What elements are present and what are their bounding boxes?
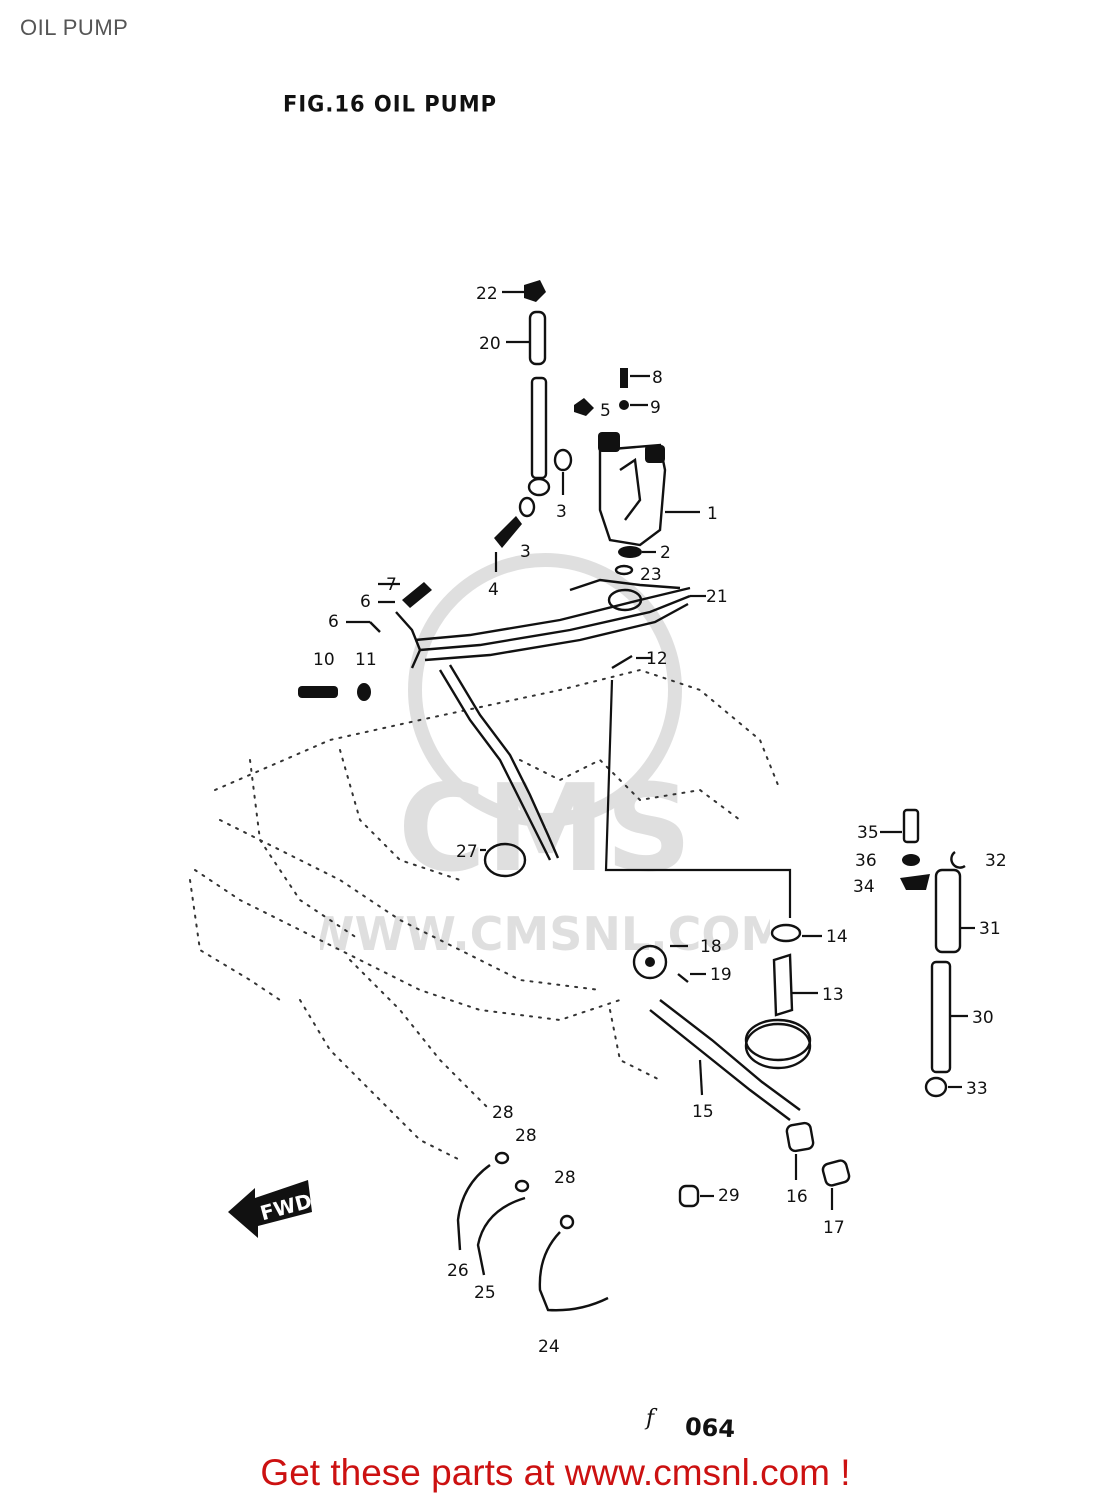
part-12-pin xyxy=(611,654,652,670)
part-19-pin xyxy=(677,972,706,983)
footer-banner: Get these parts at www.cmsnl.com ! xyxy=(0,1452,1111,1494)
part-long-tube xyxy=(527,376,551,497)
part-30-shaft xyxy=(930,960,968,1074)
callout-11: 11 xyxy=(355,650,377,670)
callout-24: 24 xyxy=(538,1337,560,1357)
callout-27: 27 xyxy=(456,842,478,862)
drawing-code: 064 xyxy=(684,1412,736,1444)
callout-15: 15 xyxy=(692,1102,714,1122)
page-title: OIL PUMP xyxy=(20,15,129,40)
drawing-code-mark: f xyxy=(646,1406,655,1431)
callout-34: 34 xyxy=(853,877,875,897)
part-14-washer xyxy=(770,923,822,943)
part-1-oil-pump xyxy=(598,432,700,547)
part-34-plate xyxy=(900,874,930,890)
part-36-washer xyxy=(902,854,920,866)
callout-5: 5 xyxy=(600,401,611,421)
callout-28-lower: 28 xyxy=(554,1168,576,1188)
callout-3-lower: 3 xyxy=(520,542,531,562)
footer-link[interactable]: Get these parts at www.cmsnl.com ! xyxy=(260,1452,851,1493)
part-32-clip xyxy=(950,851,966,869)
part-9-washer xyxy=(619,400,648,410)
callout-6-upper: 6 xyxy=(360,592,371,612)
callout-18: 18 xyxy=(700,937,722,957)
part-17-bearing xyxy=(821,1159,851,1210)
fwd-arrow: FWD xyxy=(228,1180,314,1238)
callout-35: 35 xyxy=(857,823,879,843)
part-11-washer xyxy=(357,683,371,701)
part-23-oring xyxy=(614,564,634,576)
callout-21: 21 xyxy=(706,587,728,607)
engine-case-outline xyxy=(189,668,781,1161)
part-27-cap xyxy=(480,842,527,878)
callout-31: 31 xyxy=(979,919,1001,939)
part-3-bush xyxy=(553,448,573,495)
callout-20: 20 xyxy=(479,334,501,354)
callout-6-lower: 6 xyxy=(328,612,339,632)
callout-23: 23 xyxy=(640,565,662,585)
callout-7: 7 xyxy=(386,575,397,595)
callout-36: 36 xyxy=(855,851,877,871)
callout-29: 29 xyxy=(718,1186,740,1206)
callout-33: 33 xyxy=(966,1079,988,1099)
callout-19: 19 xyxy=(710,965,732,985)
part-33-bush xyxy=(924,1076,962,1098)
assembly-reference-line xyxy=(604,679,792,918)
callout-8: 8 xyxy=(652,368,663,388)
part-26-hose xyxy=(456,1164,491,1251)
callout-26: 26 xyxy=(447,1261,469,1281)
callout-3: 3 xyxy=(556,502,567,522)
callout-4: 4 xyxy=(488,580,499,600)
part-7-banjo-bolt xyxy=(378,582,432,608)
part-8-screw xyxy=(620,368,650,388)
fwd-label: FWD xyxy=(258,1189,315,1226)
part-25-hose xyxy=(476,1196,526,1276)
part-18-gear xyxy=(632,944,688,980)
callout-1: 1 xyxy=(707,504,718,524)
part-oil-pipe-lower xyxy=(438,664,560,861)
part-29-plug xyxy=(678,1184,714,1208)
part-16-bearing xyxy=(785,1121,815,1180)
callout-14: 14 xyxy=(826,927,848,947)
callout-16: 16 xyxy=(786,1187,808,1207)
part-2-gasket xyxy=(618,546,656,558)
part-20-tube xyxy=(506,310,547,366)
callout-17: 17 xyxy=(823,1218,845,1238)
figure-title: FIG.16 OIL PUMP xyxy=(283,91,497,117)
part-31-sleeve xyxy=(934,868,975,954)
callout-28-top: 28 xyxy=(492,1103,514,1123)
callout-28-middle: 28 xyxy=(515,1126,537,1146)
part-3-washer xyxy=(518,496,536,518)
part-24-hose xyxy=(538,1231,609,1312)
part-22-nut xyxy=(502,280,546,302)
part-10-bolt xyxy=(298,686,338,698)
callout-2: 2 xyxy=(660,543,671,563)
callout-22: 22 xyxy=(476,284,498,304)
callout-32: 32 xyxy=(985,851,1007,871)
part-6-fitting xyxy=(346,600,422,669)
part-5-cap xyxy=(574,398,594,416)
callout-13: 13 xyxy=(822,985,844,1005)
part-28-clamps xyxy=(494,1151,575,1230)
callout-25: 25 xyxy=(474,1283,496,1303)
part-35-bolt xyxy=(880,808,920,844)
part-13-gear-shaft xyxy=(744,953,818,1070)
callout-30: 30 xyxy=(972,1008,994,1028)
part-4-bolt xyxy=(494,516,522,572)
callout-10: 10 xyxy=(313,650,335,670)
part-15-drive-shaft xyxy=(649,999,801,1121)
callout-12: 12 xyxy=(646,649,668,669)
part-21-oil-pipes xyxy=(414,578,706,662)
callout-9: 9 xyxy=(650,398,661,418)
